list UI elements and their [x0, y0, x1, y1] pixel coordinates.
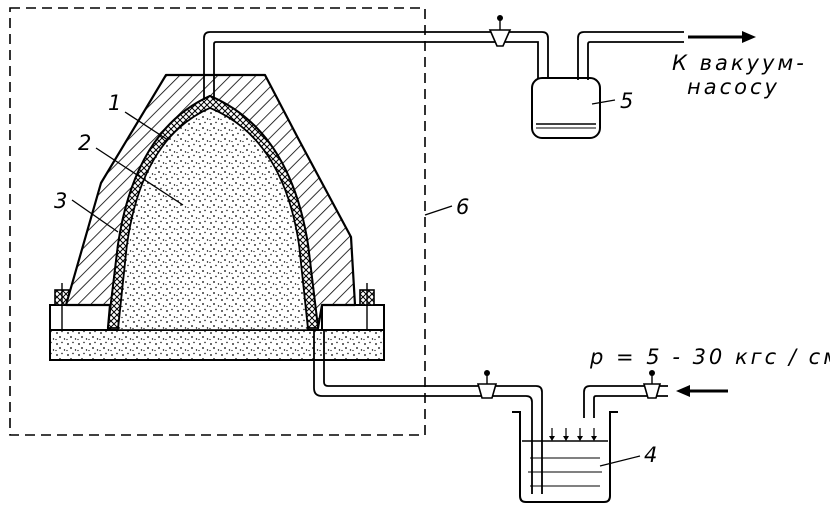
label-4: 4 [644, 443, 657, 467]
right-flange [321, 304, 385, 331]
label-5: 5 [620, 89, 633, 113]
left-clamp-bolt [54, 283, 70, 330]
label-6: 6 [456, 195, 469, 219]
leader-5 [591, 99, 616, 105]
right-clamp-bolt [359, 283, 375, 330]
pressure-pipe [313, 330, 543, 494]
vacuum-caption-line1: К вакуум- [672, 51, 807, 75]
vacuum-caption-line2: насосу [687, 75, 780, 99]
leader-1 [124, 111, 169, 141]
left-flange [49, 304, 111, 331]
vacuum-valve [488, 15, 512, 47]
label-3: 3 [54, 189, 67, 213]
pressure-caption: р = 5 - 30 кгс / см² [589, 345, 830, 369]
leader-6 [424, 205, 453, 216]
pressure-arrow-head [676, 385, 690, 397]
vacuum-receiver-5 [531, 31, 684, 139]
leader-3 [71, 199, 119, 233]
vacuum-arrow-head [742, 31, 756, 43]
vacuum-chamber-boundary [9, 7, 426, 436]
sand-core-dotted [117, 107, 309, 331]
leader-2 [95, 147, 184, 206]
leader-4 [599, 455, 641, 467]
pressure-valve [476, 370, 498, 399]
resin-tank-4 [512, 385, 668, 503]
inlet-valve [642, 370, 662, 399]
base-plate [49, 329, 385, 361]
label-2: 2 [78, 131, 91, 155]
vacuum-pipe [203, 31, 549, 100]
label-1: 1 [108, 91, 121, 115]
